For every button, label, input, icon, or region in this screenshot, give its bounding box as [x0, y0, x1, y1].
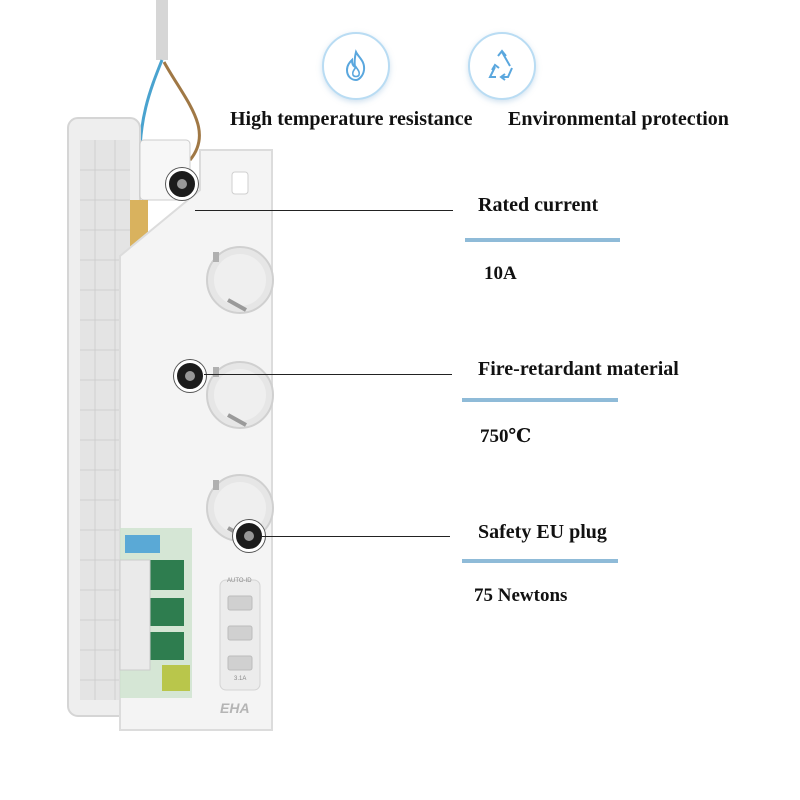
feature-bar-fire-retardant: [462, 398, 618, 402]
feature-value-rated-current: 10A: [484, 263, 517, 284]
leader-line-fire-retardant: [204, 374, 452, 375]
badge-label-high-temperature: High temperature resistance: [230, 108, 473, 130]
feature-bar-rated-current: [465, 238, 620, 242]
feature-value-fire-retardant: 750℃: [480, 426, 532, 447]
flame-icon: [345, 49, 366, 82]
usb-label-top: AUTO-ID: [227, 578, 252, 584]
feature-bar-safety-plug: [462, 559, 618, 563]
brand-logo: EHA: [220, 700, 250, 716]
leader-line-safety-plug: [262, 536, 450, 537]
callout-marker-rated-current: [166, 168, 198, 200]
feature-title-rated-current: Rated current: [478, 194, 599, 216]
feature-title-fire-retardant: Fire-retardant material: [478, 358, 679, 380]
high-temperature-badge: [322, 32, 390, 100]
environmental-badge: [468, 32, 536, 100]
usb-label-bottom: 3.1A: [234, 676, 247, 682]
feature-title-safety-plug: Safety EU plug: [478, 521, 607, 543]
leader-line-rated-current: [195, 210, 453, 211]
callout-marker-fire-retardant: [174, 360, 206, 392]
callout-marker-safety-plug: [233, 520, 265, 552]
badge-label-environmental: Environmental protection: [508, 108, 729, 130]
feature-value-safety-plug: 75 Newtons: [474, 585, 568, 606]
recycle-icon: [488, 49, 513, 81]
